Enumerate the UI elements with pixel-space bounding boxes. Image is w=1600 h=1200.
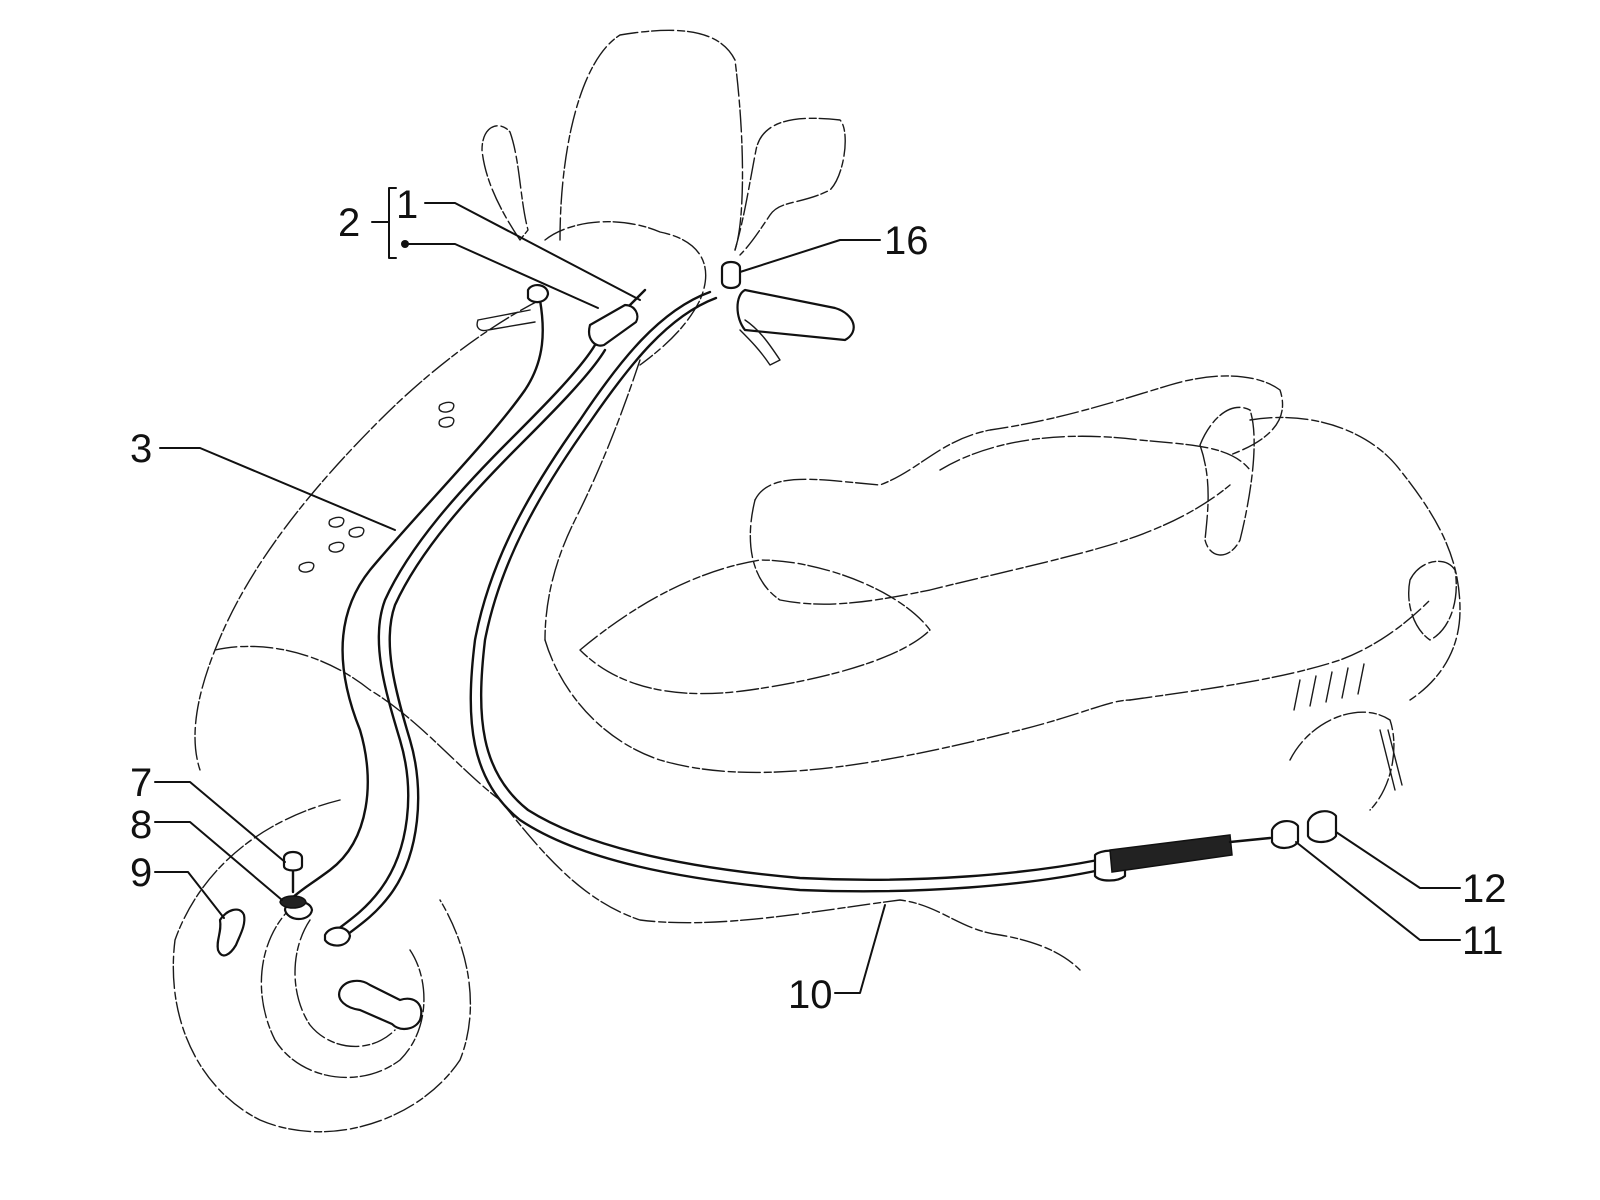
tunnel-panel [579,559,931,695]
bracket-2 [388,187,397,259]
callout-11: 11 [1462,919,1504,963]
rear-vents [1293,663,1365,711]
part-11-fitting [1270,820,1300,850]
front-hub [338,979,423,1030]
callout-10: 10 [788,973,833,1017]
legshield-outline [194,299,541,771]
part-16-ferrule [720,260,742,290]
leader-3 [159,447,396,531]
rear-body-outline [1249,416,1461,701]
leader-16 [739,239,881,273]
cable-adjuster-spring [1093,834,1272,882]
leader-12 [1335,831,1461,889]
part-1-connector [588,303,639,347]
cable-10 [469,290,1102,893]
rear-stand [1379,729,1403,791]
cable-3-a [288,298,544,902]
left-handlebar-outline [476,309,536,332]
windshield-outline [559,29,744,251]
leader-lines [154,187,1461,994]
rear-wheel-outline [1289,711,1395,811]
front-fender-outline [214,645,501,801]
leader-2-target [404,243,599,309]
part-12-nut [1306,810,1338,844]
right-grip [736,288,855,342]
seat-outline [754,375,1284,501]
callout-2: 2 [338,201,360,245]
parts [216,260,1338,1030]
front-vents [298,401,455,573]
callout-1: 1 [396,183,418,227]
legshield-inner [544,359,641,641]
seat-rear-cushion [939,435,1251,471]
leader-11 [1295,841,1461,941]
right-mirror-outline [734,117,846,256]
leader-1 [424,202,641,301]
tail-light-outline [1408,560,1457,641]
part-1-tab [628,288,647,307]
part-7-bolt [282,850,304,894]
floorboard-outline [544,639,1131,774]
rear-body-lower [1129,599,1431,701]
cable-3-c [338,348,607,942]
front-wheel [172,799,472,1133]
side-panel-lower [499,799,1081,971]
seat-lower [749,484,1231,605]
cable-10-inner [479,296,1100,881]
callout-numbers: 1 2 3 7 8 9 10 11 12 16 [130,183,1507,1017]
callout-7: 7 [130,761,152,805]
part-9-clip [216,908,246,957]
scooter-outline [172,29,1461,1133]
cable-3-b [328,343,597,937]
leader-10 [834,904,886,994]
headset-outline [544,221,707,366]
callout-16: 16 [884,219,929,263]
callout-12: 12 [1462,867,1507,911]
callout-3: 3 [130,427,152,471]
grab-handle-outline [1199,406,1255,556]
brake-lever-outline [739,319,781,366]
callout-9: 9 [130,851,152,895]
left-mirror-outline [481,125,529,241]
leader-9 [154,871,225,919]
part-8-washer [279,895,307,909]
callout-8: 8 [130,803,152,847]
lower-banjo [323,926,352,947]
leader-8 [154,821,283,901]
leader-7 [154,781,286,863]
banjo-upper [526,284,550,304]
